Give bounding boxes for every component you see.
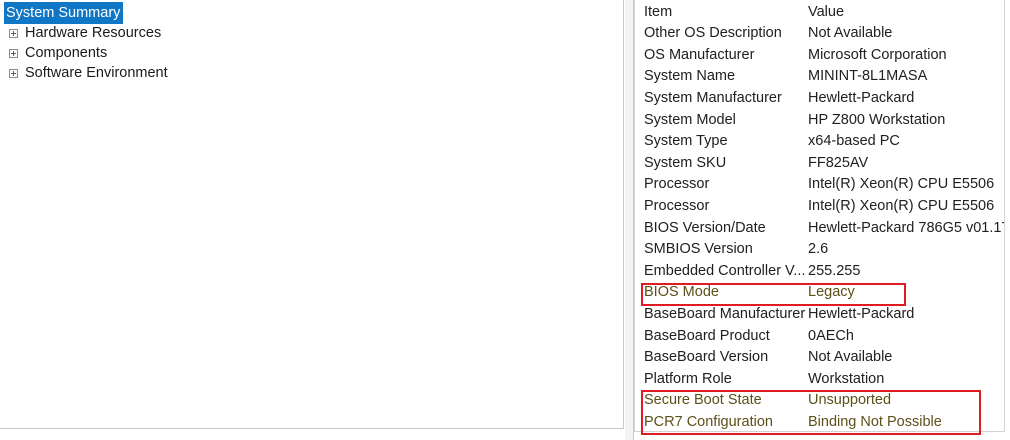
detail-value-cell: 255.255 bbox=[808, 262, 861, 279]
detail-value-cell: Not Available bbox=[808, 349, 893, 366]
expand-plus-icon[interactable] bbox=[9, 48, 18, 58]
expand-plus-icon[interactable] bbox=[9, 28, 18, 38]
detail-row[interactable]: SMBIOS Version 2.6 bbox=[635, 239, 1004, 261]
detail-value-cell: Microsoft Corporation bbox=[808, 46, 947, 63]
tree-item-software-environment[interactable]: Software Environment bbox=[0, 63, 623, 83]
detail-value-cell: Workstation bbox=[808, 370, 885, 387]
detail-value-cell: FF825AV bbox=[808, 154, 869, 171]
detail-item-cell: Secure Boot State bbox=[644, 392, 762, 409]
detail-value-cell: 2.6 bbox=[808, 241, 829, 258]
detail-item-cell: System Name bbox=[644, 68, 736, 85]
detail-row[interactable]: System Type x64-based PC bbox=[635, 131, 1004, 153]
tree-item-components[interactable]: Components bbox=[0, 43, 623, 63]
detail-value-cell: Unsupported bbox=[808, 392, 892, 409]
tree-item-label: Software Environment bbox=[25, 65, 168, 81]
detail-value-cell: Hewlett-Packard bbox=[808, 89, 915, 106]
tree-item-hardware-resources[interactable]: Hardware Resources bbox=[0, 23, 623, 43]
detail-item-cell: Processor bbox=[644, 176, 710, 193]
detail-row[interactable]: Platform Role Workstation bbox=[635, 369, 1004, 391]
detail-value-cell: Hewlett-Packard bbox=[808, 305, 915, 322]
detail-row[interactable]: Processor Intel(R) Xeon(R) CPU E5506 bbox=[635, 196, 1004, 218]
detail-value-cell: Not Available bbox=[808, 25, 893, 42]
detail-item-cell: Other OS Description bbox=[644, 25, 782, 42]
detail-item-cell: PCR7 Configuration bbox=[644, 413, 773, 430]
detail-item-cell: Processor bbox=[644, 197, 710, 214]
detail-row[interactable]: BIOS Mode Legacy bbox=[635, 282, 1004, 304]
detail-row[interactable]: PCR7 Configuration Binding Not Possible bbox=[635, 412, 1004, 431]
detail-value-cell: Binding Not Possible bbox=[808, 413, 942, 430]
detail-row[interactable]: System SKU FF825AV bbox=[635, 153, 1004, 175]
detail-value-cell: 0AECh bbox=[808, 327, 854, 344]
detail-item-cell: BIOS Mode bbox=[644, 284, 719, 301]
detail-value-cell: MININT-8L1MASA bbox=[808, 68, 928, 85]
tree-item-label: Hardware Resources bbox=[25, 25, 162, 41]
detail-value-cell: Hewlett-Packard 786G5 v01.17, 8/ bbox=[808, 219, 1004, 236]
detail-row[interactable]: System Manufacturer Hewlett-Packard bbox=[635, 88, 1004, 110]
detail-item-cell: BIOS Version/Date bbox=[644, 219, 766, 236]
tree-item-system-summary[interactable]: System Summary bbox=[0, 2, 623, 24]
tree-item-label: Components bbox=[25, 45, 108, 61]
detail-item-cell: System Type bbox=[644, 133, 728, 150]
detail-item-cell: System Model bbox=[644, 111, 736, 128]
detail-value-cell: x64-based PC bbox=[808, 133, 900, 150]
detail-row[interactable]: BaseBoard Version Not Available bbox=[635, 347, 1004, 369]
detail-row[interactable]: Processor Intel(R) Xeon(R) CPU E5506 bbox=[635, 174, 1004, 196]
detail-row[interactable]: System Name MININT-8L1MASA bbox=[635, 66, 1004, 88]
detail-item-cell: Embedded Controller V... bbox=[644, 262, 806, 279]
detail-header-row[interactable]: Item Value bbox=[635, 2, 1004, 24]
detail-item-cell: System SKU bbox=[644, 154, 727, 171]
detail-item-cell: BaseBoard Manufacturer bbox=[644, 305, 806, 322]
detail-item-cell: Item bbox=[644, 3, 673, 20]
detail-row[interactable]: Secure Boot State Unsupported bbox=[635, 390, 1004, 412]
detail-item-cell: OS Manufacturer bbox=[644, 46, 755, 63]
detail-row[interactable]: BIOS Version/Date Hewlett-Packard 786G5 v… bbox=[635, 218, 1004, 240]
detail-row[interactable]: Embedded Controller V...255.255 bbox=[635, 261, 1004, 283]
expand-plus-icon[interactable] bbox=[9, 68, 18, 78]
detail-value-cell: Value bbox=[808, 3, 845, 20]
detail-item-cell: BaseBoard Product bbox=[644, 327, 770, 344]
panel-splitter[interactable] bbox=[624, 0, 634, 440]
detail-value-cell: Legacy bbox=[808, 284, 855, 301]
detail-item-cell: SMBIOS Version bbox=[644, 241, 753, 258]
detail-value-cell: Intel(R) Xeon(R) CPU E5506 bbox=[808, 197, 995, 214]
detail-row[interactable]: Other OS Description Not Available bbox=[635, 23, 1004, 45]
detail-row[interactable]: BaseBoard Product 0AECh bbox=[635, 326, 1004, 348]
detail-item-cell: Platform Role bbox=[644, 370, 732, 387]
detail-row[interactable]: System Model HP Z800 Workstation bbox=[635, 110, 1004, 132]
detail-item-cell: BaseBoard Version bbox=[644, 349, 769, 366]
detail-row[interactable]: OS Manufacturer Microsoft Corporation bbox=[635, 45, 1004, 67]
tree-item-label: System Summary bbox=[4, 2, 124, 24]
detail-value-cell: Intel(R) Xeon(R) CPU E5506 bbox=[808, 176, 995, 193]
detail-item-cell: System Manufacturer bbox=[644, 89, 782, 106]
detail-value-cell: HP Z800 Workstation bbox=[808, 111, 946, 128]
